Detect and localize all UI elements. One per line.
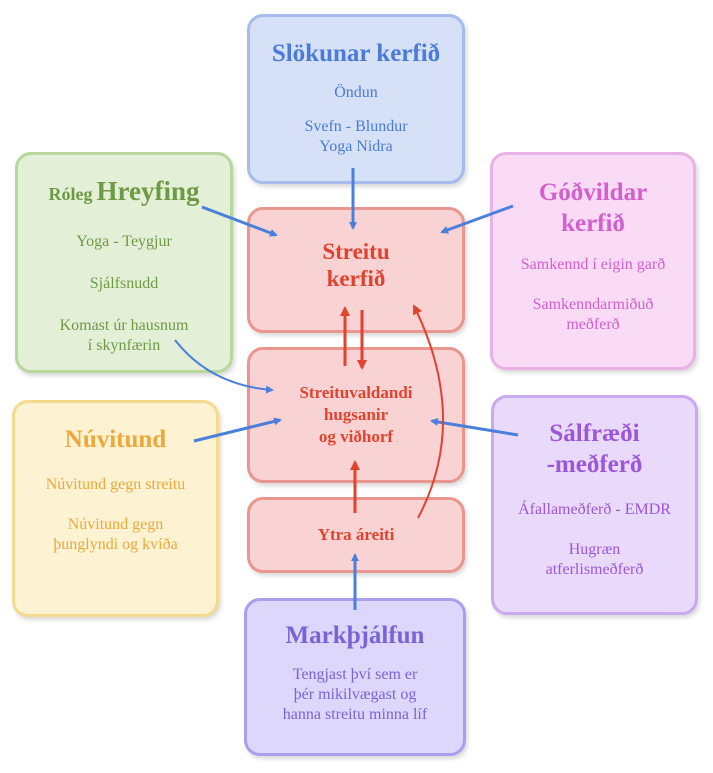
item: Hugræn — [568, 541, 621, 558]
item: Svefn - Blundur — [304, 118, 408, 135]
box-title: kerfið — [561, 210, 625, 237]
box-title: Streituvaldandi — [299, 383, 413, 402]
roleg-hreyfing-box: Róleg Hreyfing Yoga - Teygjur Sjálfsnudd… — [15, 152, 233, 373]
item: í skynfærin — [87, 337, 161, 354]
box-title: Ytra áreiti — [317, 525, 395, 544]
box-title: Markþjálfun — [285, 622, 425, 649]
title-small: Róleg — [48, 184, 93, 204]
box-title: -meðferð — [546, 451, 643, 478]
item: Núvitund gegn streitu — [45, 476, 186, 493]
item: Áfallameðferð - EMDR — [518, 501, 671, 518]
box-title: Góðvildar — [538, 179, 648, 206]
box-title: Róleg Hreyfing — [18, 175, 230, 212]
ytra-areiti-box: Ytra áreiti — [247, 497, 465, 573]
item: Yoga Nidra — [319, 138, 393, 155]
streitu-kerfid-box: Streitu kerfið — [247, 207, 465, 333]
box-title: Streitu — [322, 239, 390, 264]
item: þér mikilvægast og — [293, 686, 417, 703]
item: Samkennd í eigin garð — [520, 256, 666, 273]
box-title: Núvitund — [64, 426, 167, 453]
slokunar-kerfid-box: Slökunar kerfið Öndun Svefn - Blundur Yo… — [247, 14, 465, 184]
nuvitund-box: Núvitund Núvitund gegn streitu Núvitund … — [12, 400, 219, 617]
item: atferlismeðferð — [545, 561, 644, 578]
item: hanna streitu minna líf — [282, 706, 428, 723]
godvildar-kerfid-box: Góðvildar kerfið Samkennd í eigin garð S… — [490, 152, 696, 370]
streituvaldandi-hugsanir-box: Streituvaldandi hugsanir og viðhorf — [247, 347, 465, 483]
item: Samkenndarmiðuð — [532, 296, 654, 313]
item: Öndun — [334, 84, 378, 101]
item: meðferð — [566, 316, 620, 333]
item: Yoga - Teygjur — [76, 233, 172, 250]
item: Sjálfsnudd — [89, 275, 159, 292]
item: Tengjast því sem er — [292, 666, 418, 683]
box-title: hugsanir — [323, 405, 389, 424]
box-title: Sálfræði — [549, 420, 640, 447]
salfraedi-medferd-box: Sálfræði -meðferð Áfallameðferð - EMDR H… — [491, 395, 698, 615]
item: Núvitund gegn — [67, 516, 164, 533]
title-large: Hreyfing — [96, 176, 200, 206]
item: Komast úr hausnum — [59, 317, 189, 334]
box-title: Slökunar kerfið — [271, 40, 441, 67]
box-title: og viðhorf — [318, 427, 394, 446]
item: þunglyndi og kvíða — [53, 536, 178, 553]
markthjalfun-box: Markþjálfun Tengjast því sem er þér miki… — [244, 598, 466, 756]
box-title: kerfið — [326, 266, 386, 291]
